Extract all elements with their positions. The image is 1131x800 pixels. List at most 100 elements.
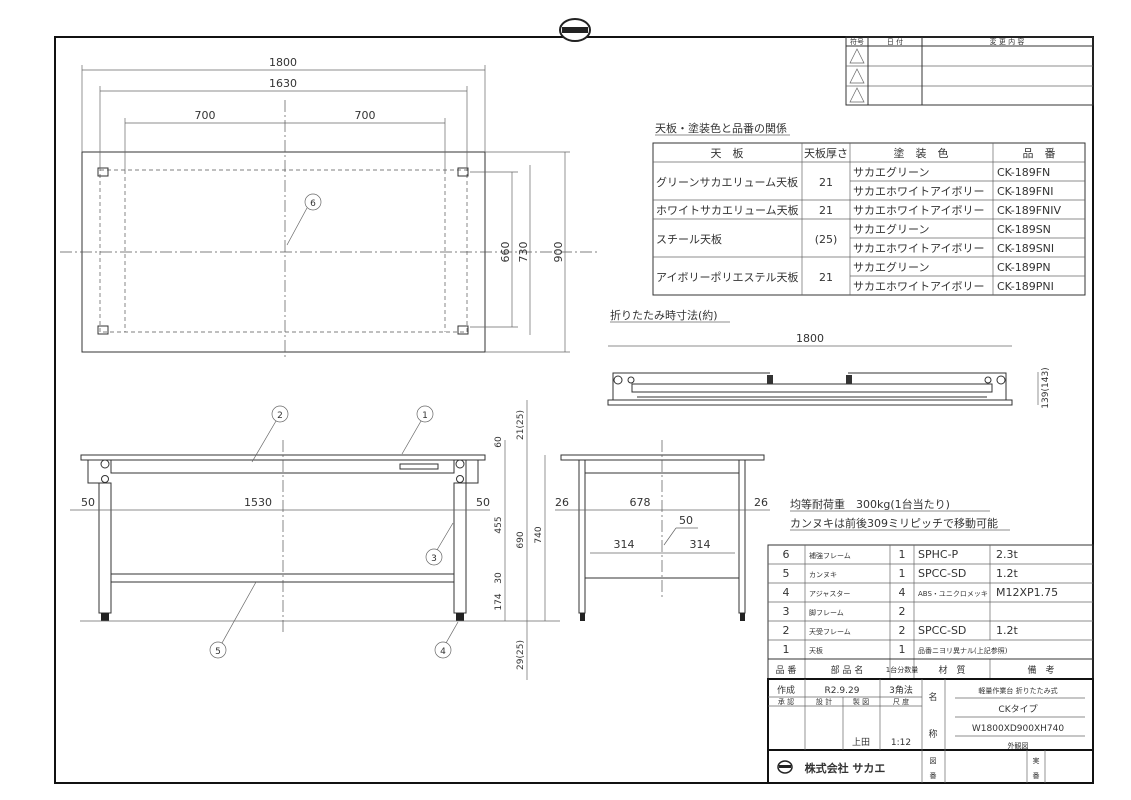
parts-rows-1-2: 1 [899, 567, 906, 580]
front_view-dims-d29: 29(25) [516, 640, 526, 670]
front_view-dims-d1530: 1530 [244, 496, 272, 509]
front_view-callouts-1: 2 [277, 411, 283, 421]
color_table-groups-2-rows-1-0: サカエホワイトアイボリー [853, 242, 984, 255]
color_table-groups-3-rows-0-0: サカエグリーン [853, 260, 929, 274]
side_view-dims-d314b: 314 [690, 538, 711, 551]
title_block-name_label1: 名 [928, 691, 937, 703]
title_block-sub-2: 製 図 [853, 697, 869, 706]
front_view-dims-d60: 60 [494, 436, 504, 448]
top_view-dims-w1800: 1800 [269, 56, 297, 69]
company-logo: 株式会社 サカエ [777, 760, 886, 775]
parts-headers-1: 部 品 名 [831, 664, 864, 676]
color_table-groups-3-rows-1-1: CK-189PNI [997, 280, 1054, 293]
top_view-dims-w700a: 700 [195, 109, 216, 122]
title_block-drawing_no_label-1: 番 [930, 772, 937, 780]
parts-rows-1-3: SPCC-SD [918, 567, 966, 580]
title_block-name-1: CKタイプ [998, 704, 1037, 715]
parts-rows-5-0: 1 [783, 643, 790, 656]
color_table-groups-2-rows-0-0: サカエグリーン [853, 222, 929, 236]
folded-title: 折りたたみ時寸法(約) [610, 308, 718, 322]
parts-rows-3-2: 2 [899, 605, 906, 618]
title_block-created_label: 作成 [777, 684, 795, 696]
parts-headers-3: 材 質 [938, 664, 965, 676]
title_block-date: R2.9.29 [825, 686, 860, 696]
title_block-sheet_label-0: 実 [1033, 756, 1040, 765]
front_view-dims-d174: 174 [494, 593, 504, 610]
folded-height: 139(143) [1041, 367, 1051, 408]
title_block-name-3: 外観図 [1008, 741, 1029, 750]
front-view: 50 1530 50 60 455 30 174 21(25) 690 29(2… [70, 400, 560, 680]
parts-rows-4-4: 1.2t [996, 624, 1018, 637]
front_view-dims-d21: 21(25) [516, 410, 526, 440]
revision-triangle-icon [849, 48, 865, 103]
parts-rows-0-4: 2.3t [996, 548, 1018, 561]
side-view: 26 678 26 314 314 50 [555, 440, 770, 621]
color_table-groups-1-top: ホワイトサカエリューム天板 [656, 203, 799, 217]
color_table-groups-2-rows-1-1: CK-189SNI [997, 242, 1054, 255]
parts-rows-3-1: 脚フレーム [809, 608, 844, 617]
title_block-projection: 3角法 [889, 684, 913, 696]
color_table-groups-3-rows-0-1: CK-189PN [997, 261, 1051, 274]
color_table-groups-3-rows-1-0: サカエホワイトアイボリー [853, 280, 984, 293]
title_block-sub-0: 承 認 [778, 697, 794, 706]
parts-rows-2-3: ABS・ユニクロメッキ [918, 590, 988, 598]
notes: 均等耐荷重 300kg(1台当たり) カンヌキは前後309ミリピッチで移動可能 [790, 497, 1010, 531]
revision-headers-1: 日 付 [887, 37, 903, 46]
parts-rows-2-2: 4 [899, 586, 906, 599]
color_table-groups-2-top: スチール天板 [656, 232, 722, 246]
title_block-drafter: 上田 [852, 737, 870, 748]
parts-rows-1-0: 5 [783, 567, 790, 580]
revision-headers-2: 変 更 内 容 [990, 37, 1025, 46]
front_view-callouts-3: 4 [440, 647, 446, 657]
color_table-groups-0-thick: 21 [819, 176, 833, 189]
color_table-groups-0-rows-1-0: サカエホワイトアイボリー [853, 185, 984, 198]
color_table-title: 天板・塗装色と品番の関係 [655, 121, 787, 135]
parts-rows-4-1: 天受フレーム [809, 627, 851, 636]
revision-table: 符号 日 付 変 更 内 容 [845, 36, 1094, 106]
parts-headers-4: 備 考 [1027, 664, 1054, 676]
parts-rows-0-0: 6 [783, 548, 790, 561]
parts-rows-0-2: 1 [899, 548, 906, 561]
title_block-company: 株式会社 サカエ [805, 761, 886, 775]
color_table-groups-3-thick: 21 [819, 271, 833, 284]
front_view-dims-d50a: 50 [81, 496, 95, 509]
title_block-sub-1: 設 計 [816, 697, 832, 706]
logo-emblem [559, 18, 591, 42]
side_view-dims-d26b: 26 [754, 496, 768, 509]
color_table-groups-0-rows-0-0: サカエグリーン [853, 165, 929, 179]
front_view-dims-d740: 740 [534, 526, 544, 543]
color_table-headers-1: 天板厚さ [804, 146, 848, 160]
color_table-groups-1-rows-0-0: サカエホワイトアイボリー [853, 204, 984, 217]
top_view-dims-h730: 730 [517, 242, 530, 263]
color-part-number-table: 天板・塗装色と品番の関係 天 板 天板厚さ 塗 装 色 品 番 グリーンサカエリ… [652, 121, 1086, 296]
notes-1: カンヌキは前後309ミリピッチで移動可能 [790, 516, 998, 530]
parts-headers-2: 1台分数量 [886, 665, 918, 674]
front_view-callouts-2: 3 [431, 554, 437, 564]
color_table-groups-0-top: グリーンサカエリューム天板 [656, 175, 798, 189]
top_view-dims-h660: 660 [499, 242, 512, 263]
side_view-dims-d314a: 314 [614, 538, 635, 551]
color_table-groups-1-thick: 21 [819, 204, 833, 217]
side_view-dims-d50: 50 [679, 514, 693, 527]
top_view-dims-w1630: 1630 [269, 77, 297, 90]
parts-rows-1-4: 1.2t [996, 567, 1018, 580]
parts-rows-5-1: 天板 [809, 646, 823, 655]
callout-6: 6 [310, 199, 316, 209]
front_view-dims-d50b: 50 [476, 496, 490, 509]
title_block-name_label2: 称 [928, 728, 937, 740]
color_table-groups-0-rows-0-1: CK-189FN [997, 166, 1050, 179]
revision-headers-0: 符号 [850, 37, 864, 46]
front_view-dims-d690: 690 [516, 531, 526, 548]
notes-0: 均等耐荷重 300kg(1台当たり) [790, 497, 950, 511]
parts-headers-0: 品 番 [776, 664, 797, 676]
color_table-groups-1-rows-0-1: CK-189FNIV [997, 204, 1062, 217]
side_view-dims-d26a: 26 [555, 496, 569, 509]
parts-rows-4-2: 2 [899, 624, 906, 637]
color_table-groups-0-rows-1-1: CK-189FNI [997, 185, 1054, 198]
color_table-headers-2: 塗 装 色 [894, 146, 949, 160]
title_block-drawing_no_label-0: 図 [930, 757, 937, 765]
parts-rows-2-0: 4 [783, 586, 790, 599]
